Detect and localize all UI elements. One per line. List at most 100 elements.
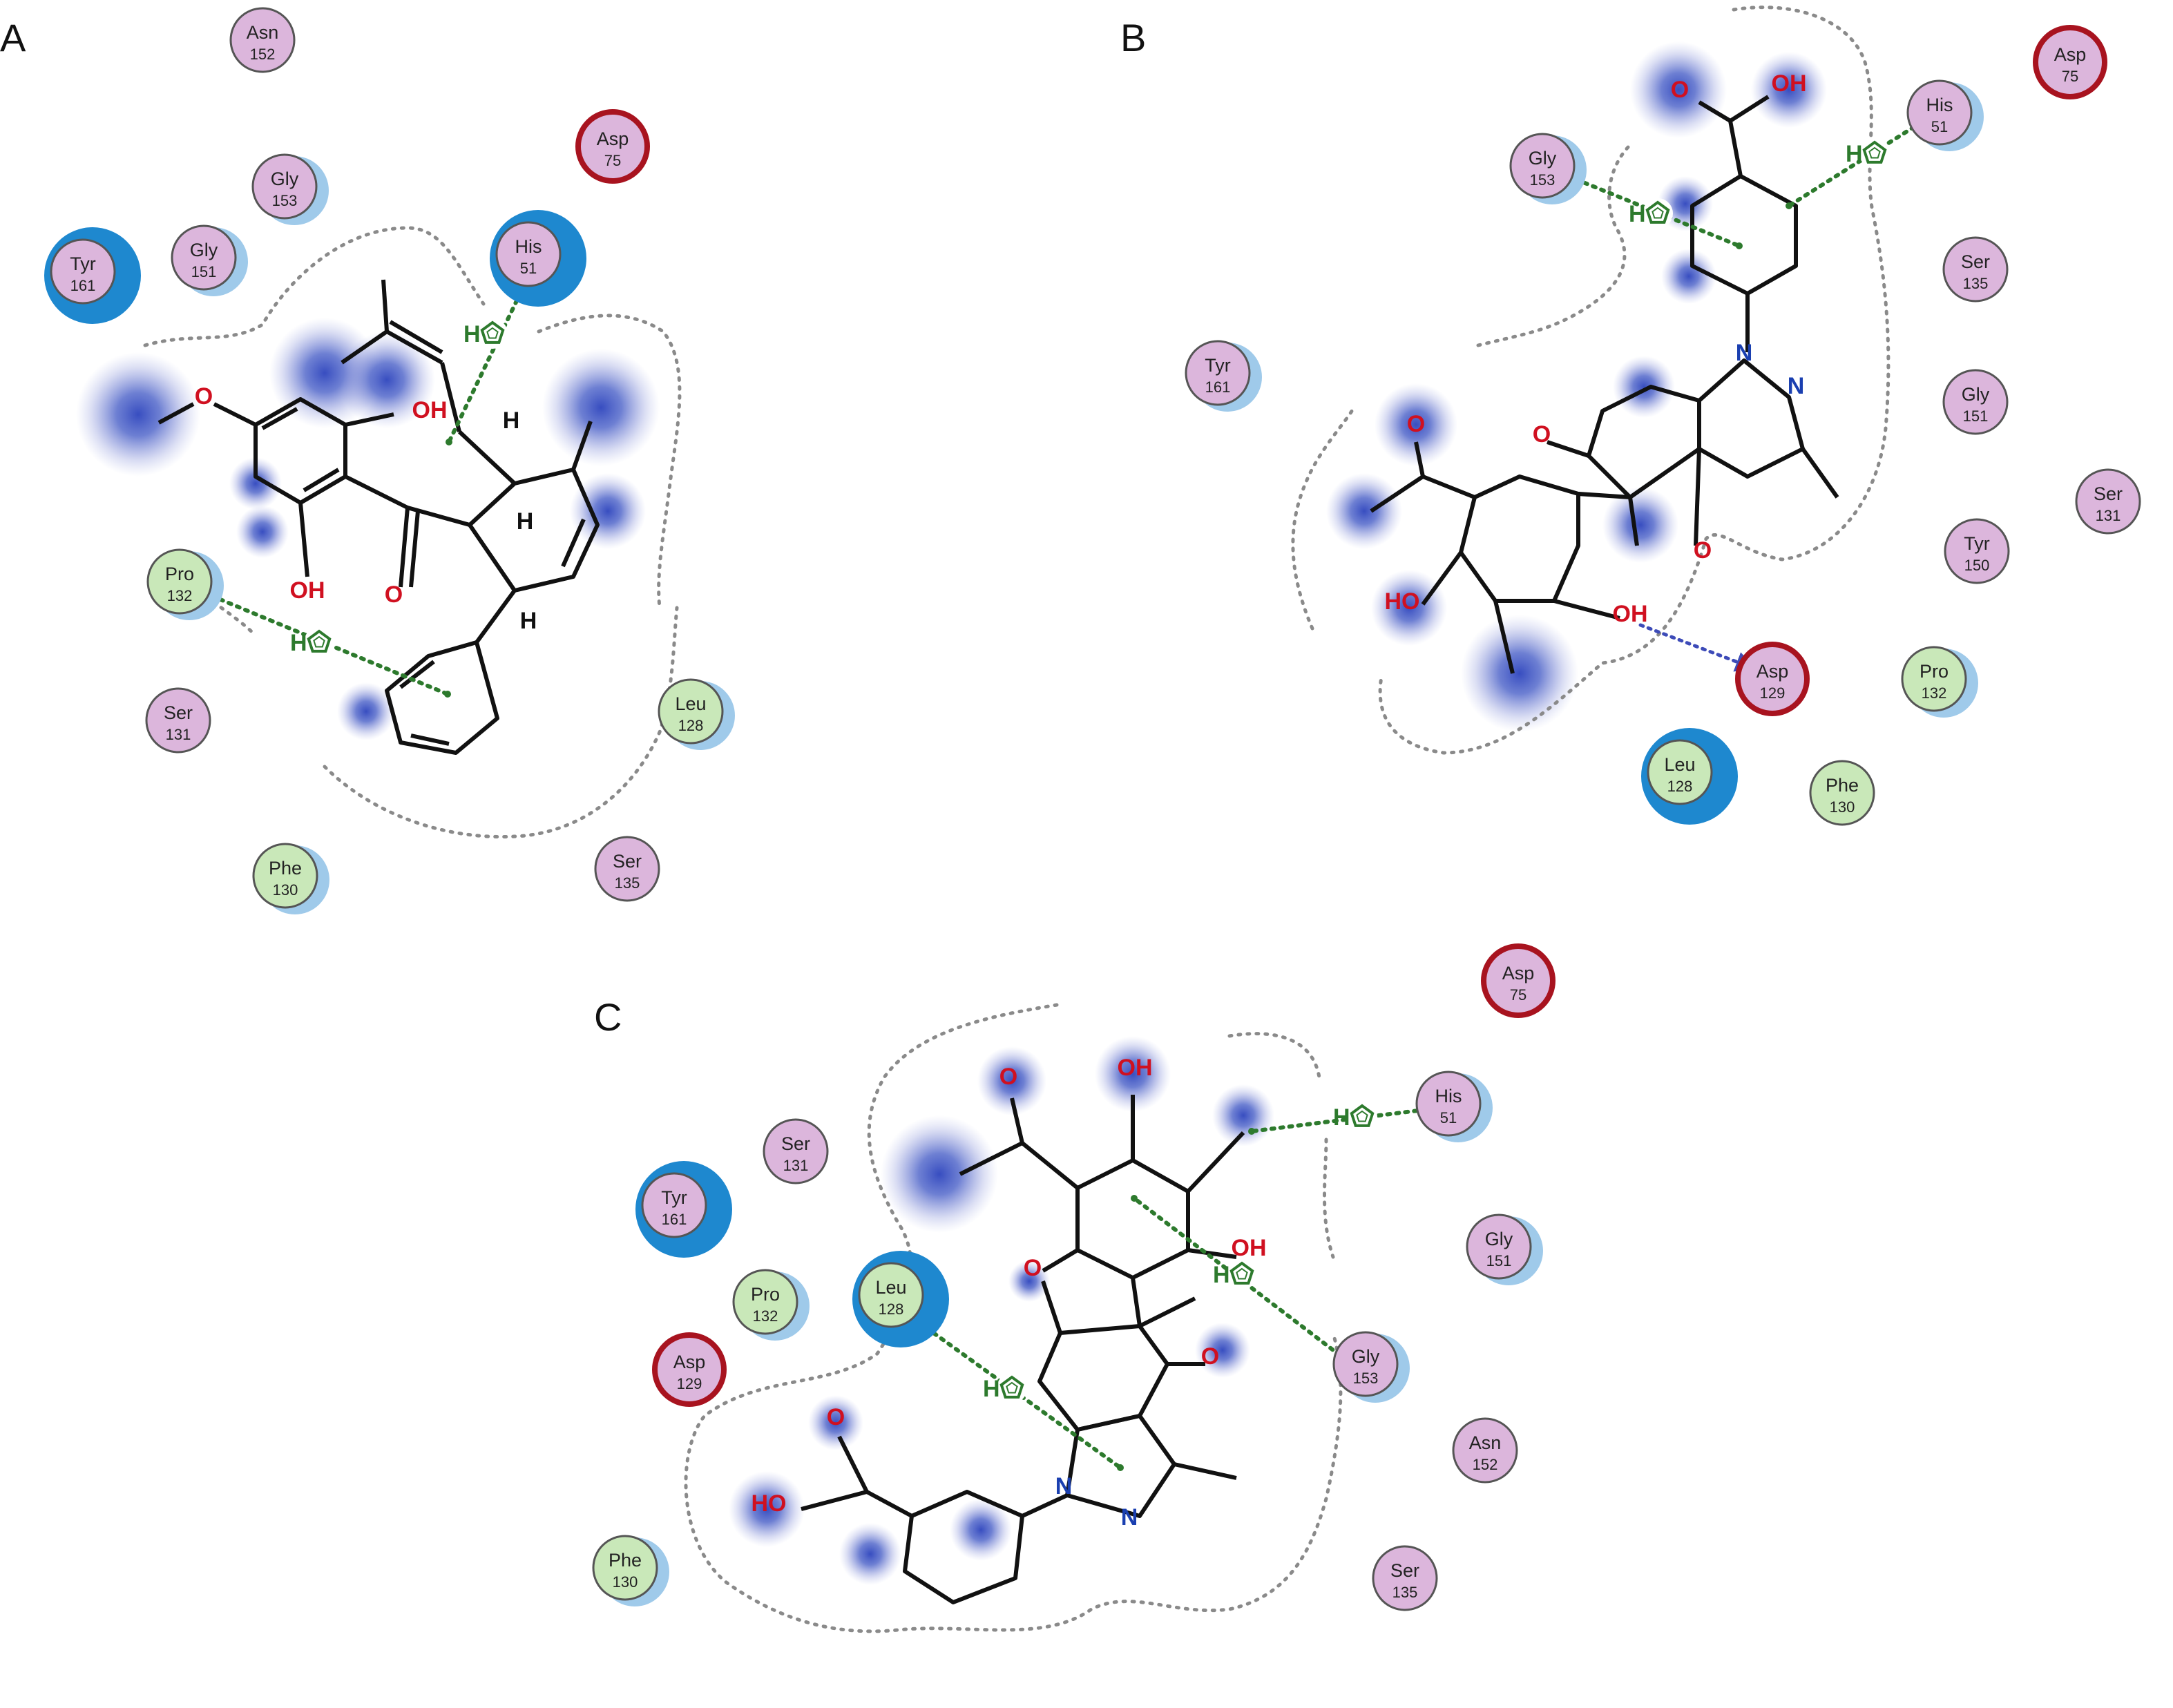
residue-number: 129 — [1760, 684, 1786, 702]
residue-name: Leu — [1664, 754, 1695, 775]
atom-label: OH — [1232, 1235, 1267, 1261]
arene-h-contact-icon — [997, 1373, 1027, 1403]
residue-number: 129 — [677, 1375, 702, 1392]
residue-leu-128: Leu 128 — [658, 678, 735, 750]
residue-number: 128 — [678, 717, 704, 734]
residue-gly-151: Gly 151 — [1466, 1213, 1543, 1285]
residue-name: Gly — [1485, 1229, 1513, 1249]
residue-name: His — [1435, 1086, 1462, 1106]
residue-number: 128 — [879, 1301, 904, 1318]
atom-label: OH — [1613, 601, 1648, 627]
hydrogen-label: H — [1846, 141, 1863, 167]
contact-lines: HH — [1558, 115, 1931, 672]
residue-name: Asp — [673, 1352, 706, 1372]
residue-name: Asp — [2054, 44, 2087, 65]
atom-label: O — [1533, 421, 1551, 448]
residue-asp-75: Asp 75 — [575, 109, 650, 184]
residue-number: 152 — [250, 46, 276, 63]
atom-label: O — [1024, 1255, 1042, 1281]
residue-number: 135 — [1392, 1584, 1418, 1601]
atom-label: N — [1055, 1473, 1073, 1499]
atom-label: OH — [1772, 70, 1807, 97]
residue-number: 151 — [1963, 407, 1989, 425]
residue-name: His — [515, 236, 542, 257]
atom-label: O — [1671, 77, 1689, 103]
ligand-skeleton — [1370, 95, 1839, 674]
interaction-arene-H: H — [1786, 115, 1931, 209]
panel-label-c: C — [594, 995, 622, 1039]
atom-label: HO — [1385, 588, 1420, 615]
residue-number: 153 — [272, 192, 298, 209]
residue-number: 161 — [662, 1211, 687, 1228]
solvent-exposure-blobs — [76, 318, 660, 740]
residue-name: Phe — [609, 1550, 642, 1571]
panel-label-a: A — [0, 16, 26, 59]
atom-label: O — [195, 383, 213, 410]
residue-number: 150 — [1964, 557, 1990, 574]
hydrogen-label: H — [290, 630, 307, 656]
residue-number: 153 — [1530, 171, 1555, 189]
residue-number: 132 — [753, 1307, 778, 1325]
residue-number: 131 — [166, 726, 191, 743]
residue-number: 130 — [273, 881, 298, 899]
atom-label: N — [1121, 1504, 1138, 1531]
residue-name: Asp — [597, 128, 629, 149]
residue-number: 75 — [604, 152, 621, 169]
atom-label: OH — [1118, 1055, 1153, 1081]
contact-lines: HH — [202, 274, 530, 698]
residue-name: Asp — [1502, 963, 1535, 983]
pocket-outline — [1291, 6, 1890, 755]
arene-h-contact-icon — [304, 627, 334, 658]
pocket-outline — [684, 1003, 1343, 1633]
residue-name: Phe — [1826, 775, 1859, 796]
atom-label: O — [1407, 411, 1425, 437]
atom-label: O — [1201, 1343, 1219, 1370]
residue-number: 51 — [520, 260, 537, 277]
interaction-arene-H: H — [903, 1310, 1124, 1471]
arene-h-contact-icon — [1347, 1102, 1377, 1132]
hydrogen-label: H — [1213, 1262, 1230, 1288]
residue-name: Gly — [1352, 1346, 1380, 1367]
ligand-skeleton — [801, 1095, 1245, 1604]
residue-name: Ser — [164, 702, 193, 723]
residue-number: 131 — [2096, 507, 2121, 524]
residue-asn-152: Asn 152 — [229, 7, 296, 73]
residue-number: 151 — [1486, 1252, 1512, 1269]
residue-number: 135 — [1963, 275, 1989, 292]
interaction-arene-H: H — [1131, 1195, 1349, 1363]
atom-label: O — [999, 1064, 1017, 1090]
residue-nodes: Asp75His51Ser131Tyr161Gly151Pro132Leu128… — [592, 943, 1555, 1611]
residue-name: His — [1926, 95, 1953, 115]
residue-name: Leu — [675, 693, 706, 714]
residue-name: Pro — [1920, 661, 1949, 682]
residue-name: Asn — [247, 22, 279, 43]
residue-name: Gly — [190, 240, 218, 260]
arene-h-contact-icon — [1643, 198, 1673, 229]
residue-number: 132 — [1922, 684, 1947, 702]
residue-number: 135 — [615, 874, 640, 892]
interaction-arene-H: H — [202, 591, 451, 698]
atom-label: HO — [752, 1490, 787, 1517]
pocket-outline — [143, 226, 682, 839]
